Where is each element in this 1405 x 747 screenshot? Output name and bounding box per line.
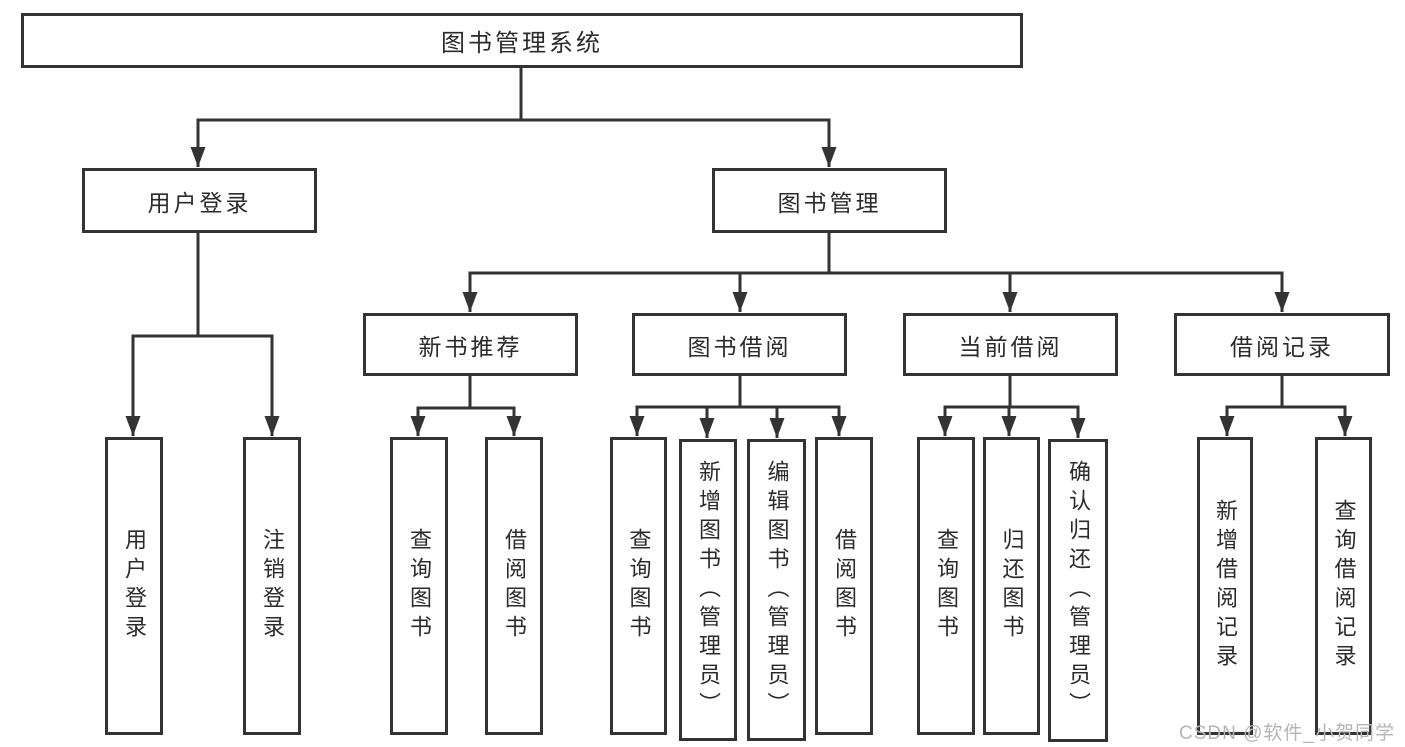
leaf-return-books: 归还图书 [983, 437, 1040, 735]
watermark: CSDN @软件_小贺同学 [1179, 723, 1395, 744]
leaf-add-books-admin: 新增图书（管理员） [679, 439, 737, 741]
node-book-borrow: 图书借阅 [632, 313, 847, 376]
leaf-edit-books-admin: 编辑图书（管理员） [747, 439, 806, 741]
leaf-query-books-recommend: 查询图书 [390, 437, 448, 735]
node-borrow-records: 借阅记录 [1174, 313, 1390, 376]
node-library-management-system: 图书管理系统 [21, 13, 1023, 68]
node-user-login: 用户登录 [82, 168, 317, 233]
leaf-borrow-books-recommend: 借阅图书 [485, 437, 543, 735]
leaf-logout: 注销登录 [243, 437, 301, 735]
leaf-query-books-borrow: 查询图书 [610, 437, 667, 735]
leaf-query-borrow-record: 查询借阅记录 [1315, 437, 1372, 735]
leaf-confirm-return-admin: 确认归还（管理员） [1048, 439, 1108, 742]
node-book-management: 图书管理 [712, 168, 947, 233]
node-new-book-recommend: 新书推荐 [363, 313, 578, 376]
leaf-user-login: 用户登录 [105, 437, 163, 735]
leaf-borrow-books: 借阅图书 [815, 437, 873, 735]
leaf-query-books-current: 查询图书 [917, 437, 975, 735]
node-current-borrow: 当前借阅 [903, 313, 1118, 376]
leaf-add-borrow-record: 新增借阅记录 [1197, 437, 1253, 735]
